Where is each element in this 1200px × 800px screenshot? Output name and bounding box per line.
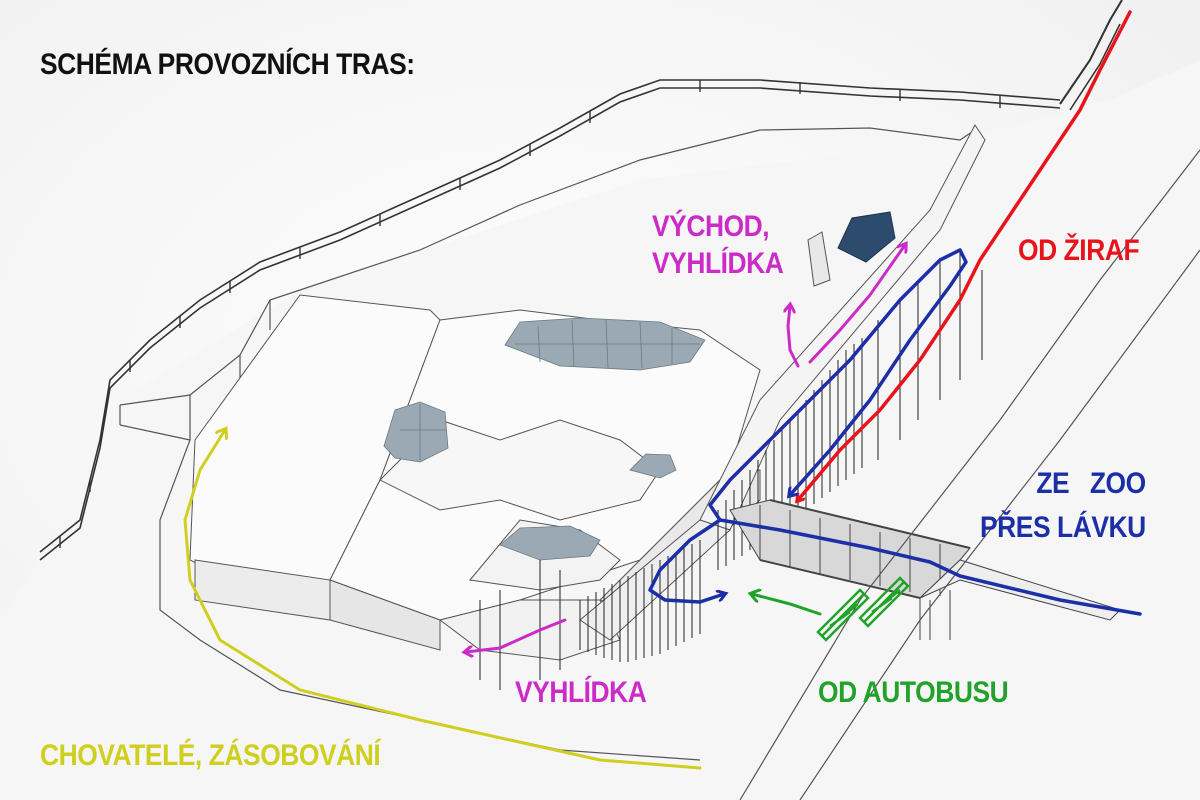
diagram-title: SCHÉMA PROVOZNÍCH TRAS: xyxy=(40,48,415,81)
outer-fence xyxy=(39,0,1123,561)
main-building xyxy=(189,294,761,661)
glass-roofs xyxy=(383,317,706,561)
route-exit-branch-line xyxy=(788,306,800,368)
label-exit-line2: VYHLÍDKA xyxy=(652,247,784,280)
label-exit-lookout: VÝCHOD, VYHLÍDKA xyxy=(652,208,784,282)
route-giraffes-line xyxy=(798,10,1132,500)
route-bus-line xyxy=(752,594,822,616)
label-zoo-footbridge: ZE ZOO PŘES LÁVKU xyxy=(980,462,1146,550)
label-from-giraffes: OD ŽIRAF xyxy=(1018,234,1140,267)
route-exit-line xyxy=(808,245,905,364)
label-from-bus: OD AUTOBUSU xyxy=(818,676,1009,709)
label-zoo-line2: PŘES LÁVKU xyxy=(980,511,1146,544)
road-edges xyxy=(739,149,1200,800)
route-lookout-line xyxy=(466,618,567,652)
route-keepers-line xyxy=(183,430,702,770)
label-exit-line1: VÝCHOD, xyxy=(652,210,770,243)
route-zoo-loop-line xyxy=(708,248,968,522)
bus-stop-gantries xyxy=(816,576,910,642)
label-keepers-supply: CHOVATELÉ, ZÁSOBOVÁNÍ xyxy=(40,739,381,772)
label-lookout: VYHLÍDKA xyxy=(515,676,647,709)
label-zoo-line1: ZE ZOO xyxy=(1036,467,1146,500)
small-dark-building xyxy=(807,211,896,287)
fence-posts xyxy=(59,80,1001,548)
